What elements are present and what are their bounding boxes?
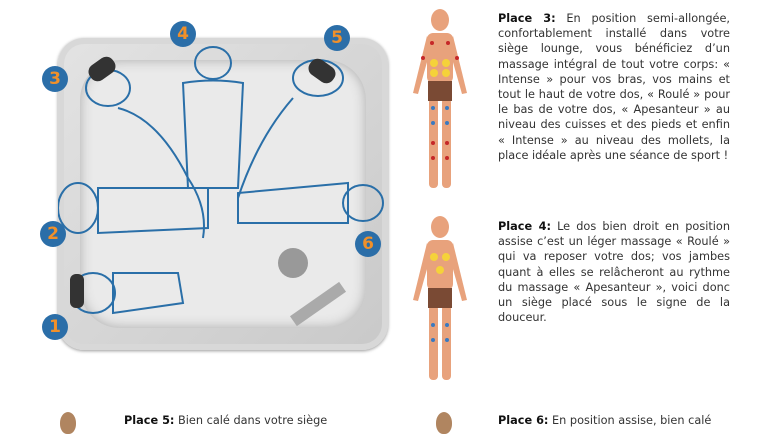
place-4-text: Le dos bien droit en position assise c’e… [498,220,730,325]
place-4-label: Place 4: [498,220,551,233]
place-3-label: Place 3: [498,12,556,25]
body-figure-head-6 [436,412,452,434]
place-3-description: Place 3: En position semi-allongée, conf… [498,11,730,163]
place-6-description: Place 6: En position assise, bien calé [498,413,730,428]
spa-basin [80,60,366,328]
seat-badge-3: 3 [42,66,68,92]
head-outline-6 [342,184,384,222]
seat-badge-1: 1 [42,314,68,340]
seat-badge-5: 5 [324,25,350,51]
head-outline-4 [194,46,232,80]
place-6-text: En position assise, bien calé [548,414,712,427]
filter-cover [278,248,308,278]
body-figure-front [413,9,467,188]
place-5-label: Place 5: [124,414,175,427]
place-5-description: Place 5: Bien calé dans votre siège [124,413,364,428]
place-3-text: En position semi-allongée, confortableme… [498,12,730,162]
seating-outlines [58,46,384,327]
headrest-1 [70,274,84,308]
body-outline-3 [117,107,205,239]
step [289,281,347,327]
head-outline-2 [58,182,99,234]
body-figure-head-5 [60,412,76,434]
seat-badge-4: 4 [170,21,196,47]
seat-badge-2: 2 [40,221,66,247]
headrest-5 [308,58,336,84]
place-5-text: Bien calé dans votre siège [174,414,328,427]
headrest-3 [88,56,116,82]
body-figure-back [413,216,467,380]
body-outline-6 [237,181,349,224]
body-outline-5 [237,97,294,199]
body-outline-1 [112,272,185,315]
body-outline-4 [181,79,245,189]
body-outline-2 [97,187,209,235]
place-4-description: Place 4: Le dos bien droit en position a… [498,219,730,325]
place-6-label: Place 6: [498,414,549,427]
seat-badge-6: 6 [355,231,381,257]
